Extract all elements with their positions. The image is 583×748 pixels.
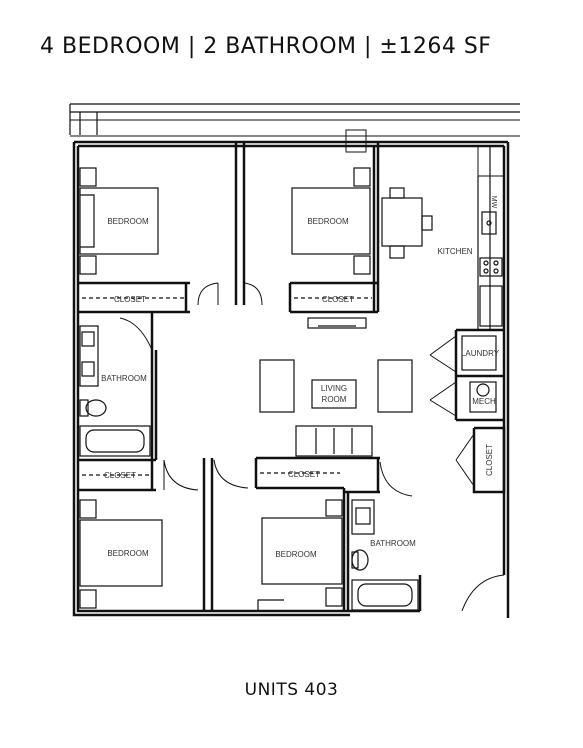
bed (79, 187, 159, 255)
closet-3-label: CLOSET (104, 471, 136, 480)
door-swing (163, 459, 199, 491)
bedroom-4-label: BEDROOM (275, 550, 317, 559)
living-room-label-2: ROOM (322, 395, 347, 404)
sink (481, 211, 497, 235)
bathroom-1-label: BATHROOM (101, 374, 147, 383)
vanity (79, 325, 99, 387)
closet-5-label: CLOSET (485, 444, 494, 476)
sofa (295, 425, 373, 457)
wall (234, 142, 246, 305)
bedroom-3-label: BEDROOM (107, 549, 149, 558)
dining-table (381, 197, 423, 247)
toilet (85, 399, 107, 417)
door-swing (197, 282, 219, 306)
wall (78, 281, 190, 314)
nightstand (79, 167, 97, 187)
bed (261, 517, 343, 585)
burner (493, 268, 499, 274)
unit-label: UNITS 403 (244, 680, 339, 700)
bathtub (79, 425, 151, 457)
column (345, 129, 367, 153)
bathtub-inner (85, 429, 145, 453)
sink (355, 507, 371, 525)
door-swing (461, 574, 505, 612)
tv (307, 317, 367, 329)
chair (389, 187, 405, 199)
water-heater (469, 381, 497, 413)
toilet (351, 549, 369, 571)
living-room-label-1: LIVING (321, 384, 347, 393)
wall (372, 142, 380, 312)
armchair (259, 359, 295, 413)
nightstand (353, 255, 371, 275)
vanity (351, 499, 375, 535)
nightstand (79, 589, 97, 609)
bed (291, 187, 371, 255)
pillow (80, 194, 95, 248)
sofa-cushions (315, 428, 353, 454)
column (477, 145, 505, 177)
page-title: 4 BEDROOM | 2 BATHROOM | ±1264 SF (40, 34, 492, 59)
sink (81, 361, 95, 377)
coffee-table (311, 379, 357, 409)
closet-4-label: CLOSET (288, 470, 320, 479)
nightstand (325, 499, 343, 517)
wall (254, 456, 380, 490)
bedroom-1-label: BEDROOM (107, 217, 149, 226)
door-swing (243, 282, 263, 306)
nightstand (79, 499, 97, 519)
door-swing (119, 317, 153, 351)
burner (483, 268, 489, 274)
closet-2-label: CLOSET (322, 295, 354, 304)
toilet-tank (79, 399, 89, 417)
washer (461, 335, 497, 371)
bed (79, 519, 163, 587)
nightstand (353, 167, 371, 187)
bathtub-inner (357, 583, 413, 607)
kitchen-label: KITCHEN (437, 247, 472, 256)
door-swing (213, 459, 249, 489)
range (479, 257, 503, 277)
wall (288, 281, 378, 314)
wall (150, 312, 158, 460)
wall (202, 458, 214, 611)
burner (493, 260, 499, 266)
bedroom-2-label: BEDROOM (307, 217, 349, 226)
chair (421, 215, 433, 231)
wall (472, 426, 506, 494)
wall (78, 458, 156, 492)
chair (389, 245, 405, 259)
burner (483, 260, 489, 266)
armchair (377, 359, 413, 413)
mech-label: MECH (472, 397, 496, 406)
water-heater-tank (476, 383, 490, 397)
door-swing (455, 433, 475, 487)
fridge (479, 285, 503, 327)
nightstand (79, 255, 97, 275)
door-swing (379, 461, 413, 497)
heater (257, 599, 284, 611)
laundry-label: LAUNDRY (461, 349, 500, 358)
door-swing (429, 381, 457, 417)
top-facade (70, 119, 520, 137)
range-label: MW (490, 196, 497, 209)
top-wall (74, 140, 508, 148)
sink (81, 331, 95, 347)
outer-wall (72, 142, 350, 617)
bathroom-2-label: BATHROOM (370, 539, 416, 548)
outer-wall-right (502, 142, 510, 618)
wall (342, 458, 380, 611)
wall (454, 328, 504, 422)
kitchen-counter (477, 146, 491, 330)
sink-drain (486, 220, 492, 226)
toilet-tank (351, 551, 359, 569)
nightstand (325, 587, 343, 607)
door-swing (429, 335, 457, 373)
wall (350, 575, 422, 613)
closet-1-label: CLOSET (114, 295, 146, 304)
